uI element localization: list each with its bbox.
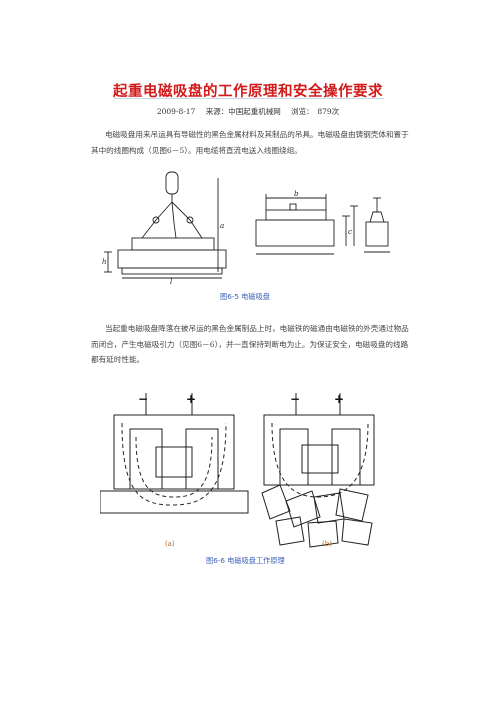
paragraph-intro: 电磁吸盘用来吊运具有导磁性的黑色金属材料及其制品的吊具。电磁吸盘由铸钢壳体和置于…: [91, 130, 409, 155]
dim-label-a: a: [220, 222, 224, 230]
view-count: 浏览： 879次: [291, 107, 340, 116]
article-meta: 2009-8-17 来源：中国起重机械网 浏览： 879次: [0, 106, 496, 117]
subfigure-label-b: (b): [322, 540, 332, 548]
plus-terminal-a: +: [186, 393, 196, 406]
paragraph-principle: 当起重电磁吸盘降落在被吊运的黑色金属制品上时，电磁铁的磁通由电磁铁的外壳通过物品…: [91, 324, 409, 364]
minus-terminal-b: −: [290, 393, 300, 406]
title-divider: [114, 98, 384, 99]
dim-label-b: b: [294, 190, 299, 198]
publish-date: 2009-8-17: [156, 107, 196, 116]
figure-caption-6-6: 图6-6 电磁吸盘工作原理: [206, 556, 285, 565]
minus-terminal-a: −: [138, 393, 148, 406]
figure-electromagnet-drawing: h a l c b: [102, 171, 390, 286]
plus-terminal-b: +: [334, 393, 344, 406]
figure-working-principle: − + − +: [100, 393, 375, 548]
dim-label-l: l: [170, 278, 172, 286]
article-source: 来源：中国起重机械网: [205, 107, 281, 116]
article-title: 起重电磁吸盘的工作原理和安全操作要求: [113, 84, 383, 100]
figure-caption-6-5: 图6-5 电磁吸盘: [220, 292, 270, 301]
dim-label-c: c: [348, 228, 352, 236]
dim-label-h: h: [102, 258, 107, 266]
subfigure-label-a: (a): [165, 540, 175, 548]
